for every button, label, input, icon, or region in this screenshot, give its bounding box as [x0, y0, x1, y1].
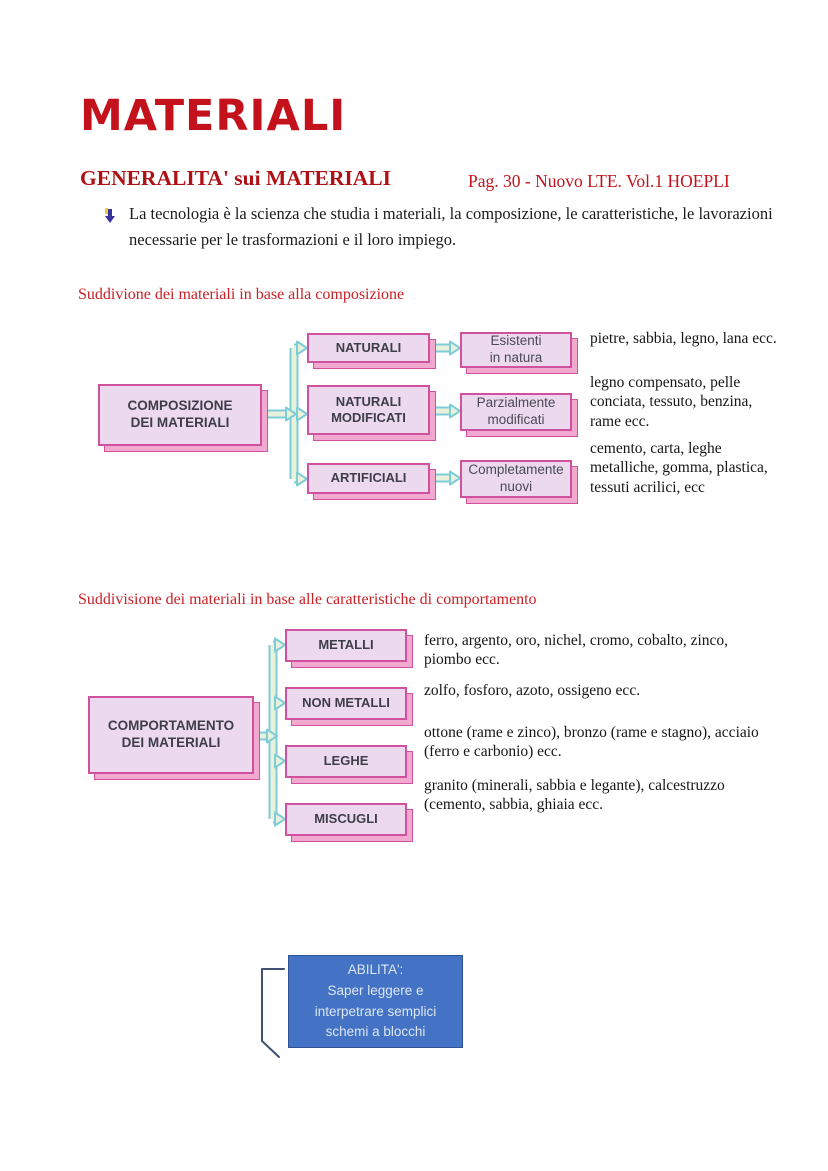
category-box-miscugli: MISCUGLI: [285, 803, 407, 836]
category-box-non-metalli: NON METALLI: [285, 687, 407, 720]
intro-text: La tecnologia è la scienza che studia i …: [129, 204, 773, 250]
category-box-naturali: NATURALI: [307, 333, 430, 363]
examples-text: ottone (rame e zinco), bronzo (rame e st…: [424, 724, 759, 761]
category-box-metalli: METALLI: [285, 629, 407, 662]
ability-box: ABILITA': Saper leggere e interpetrare s…: [288, 955, 463, 1048]
ability-line: schemi a blocchi: [325, 1024, 426, 1040]
ability-line: interpetrare semplici: [314, 1003, 437, 1019]
subcategory-box-completamente-nuovi: Completamente nuovi: [460, 460, 572, 498]
examples-text: granito (minerali, sabbia e legante), ca…: [424, 777, 725, 814]
subcategory-box-esistenti-in-natura: Esistenti in natura: [460, 332, 572, 368]
category-box-naturali-modificati: NATURALI MODIFICATI: [307, 385, 430, 435]
page-reference: Pag. 30 - Nuovo LTE. Vol.1 HOEPLI: [468, 171, 730, 191]
section-heading: GENERALITA' sui MATERIALI: [80, 166, 392, 190]
examples-text: zolfo, fosforo, azoto, ossigeno ecc.: [424, 682, 641, 699]
subcategory-box-parzialmente-modificati: Parzialmente modificati: [460, 393, 572, 431]
composition-root-box: COMPOSIZIONE DEI MATERIALI: [98, 384, 262, 446]
curly-bracket: [261, 968, 285, 1058]
category-box-leghe: LEGHE: [285, 745, 407, 778]
section1-heading: Suddivione dei materiali in base alla co…: [78, 286, 405, 303]
category-box-artificiali: ARTIFICIALI: [307, 463, 430, 494]
examples-text: ferro, argento, oro, nichel, cromo, coba…: [424, 632, 729, 669]
examples-text: cemento, carta, leghe metalliche, gomma,…: [590, 440, 768, 496]
down-arrow-bullet-icon: [103, 207, 117, 224]
behavior-root-box: COMPORTAMENTO DEI MATERIALI: [88, 696, 254, 774]
ability-line: ABILITA':: [347, 961, 404, 977]
page-title: MATERIALI: [80, 91, 347, 141]
examples-text: legno compensato, pelle conciata, tessut…: [590, 374, 753, 430]
ability-line: Saper leggere e: [327, 982, 424, 998]
examples-text: pietre, sabbia, legno, lana ecc.: [590, 330, 777, 347]
section2-heading: Suddivisione dei materiali in base alle …: [78, 591, 537, 608]
